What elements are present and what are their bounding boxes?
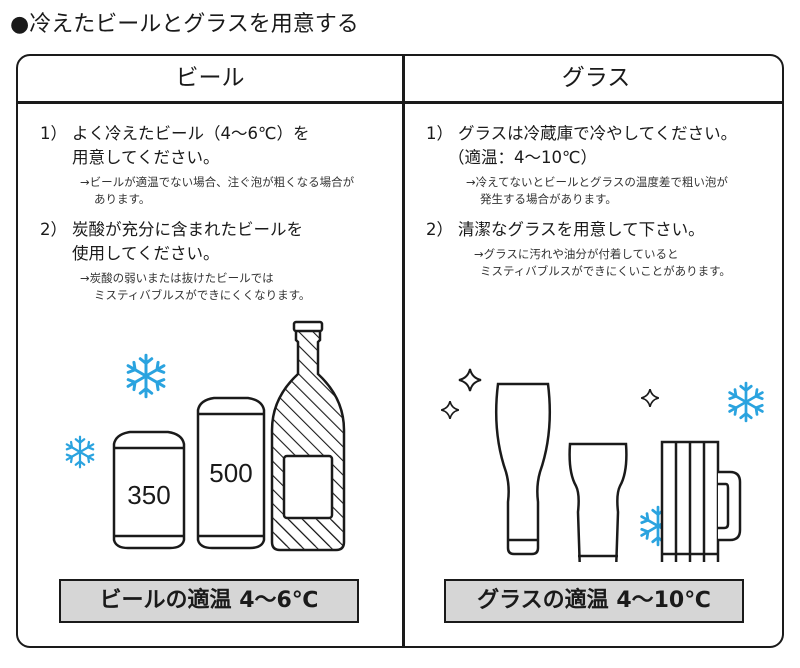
item-note: あります。 [94, 192, 151, 206]
item-text: （適温：4〜10℃） [448, 148, 598, 167]
item-text: 清潔なグラスを用意して下さい。 [458, 220, 705, 239]
item-text: グラスは冷蔵庫で冷やしてください。 [458, 124, 738, 143]
item-note: →グラスに汚れや油分が付着していると [474, 247, 679, 261]
page-title: ●冷えたビールとグラスを用意する [10, 12, 359, 37]
glass-column: 1） グラスは冷蔵庫で冷やしてください。 （適温：4〜10℃） →冷えてないとビー… [426, 122, 782, 280]
beer-mug-icon [660, 440, 742, 562]
snowflake-icon [727, 383, 765, 421]
item-note: →ビールが適温でない場合、注ぐ泡が粗くなる場合が [80, 175, 355, 189]
beer-header: ビール [175, 65, 245, 91]
item-note: →冷えてないとビールとグラスの温度差で粗い泡が [466, 175, 728, 189]
can-small-volume: 350 [127, 480, 170, 510]
item-note: 発生する場合があります。 [480, 192, 617, 206]
sparkle-icon [458, 368, 482, 392]
beer-can-icon [196, 396, 266, 550]
beer-column: 1） よく冷えたビール（4〜6℃）を 用意してください。 →ビールが適温でない場合… [40, 122, 410, 304]
beer-item-1: 1） よく冷えたビール（4〜6℃）を 用意してください。 →ビールが適温でない場合… [40, 122, 410, 208]
item-number: 2） [426, 220, 453, 239]
glass-item-2: 2） 清潔なグラスを用意して下さい。 →グラスに汚れや油分が付着していると ミステ… [426, 218, 782, 280]
item-text: 炭酸が充分に含まれたビールを [72, 220, 303, 239]
beer-item-2: 2） 炭酸が充分に含まれたビールを 使用してください。 →炭酸の弱いまたは抜けたビ… [40, 218, 410, 304]
column-divider [402, 56, 405, 646]
item-note: →炭酸の弱いまたは抜けたビールでは [80, 271, 274, 285]
item-number: 1） [40, 124, 67, 143]
item-text: 用意してください。 [72, 148, 220, 167]
glass-header: グラス [561, 65, 631, 91]
header-divider [18, 101, 782, 104]
beer-illustration: 350 500 [58, 320, 346, 552]
beer-temperature-label: ビールの適温 4〜6℃ [59, 579, 359, 623]
snowflake-icon [125, 355, 167, 396]
can-large-volume: 500 [209, 458, 252, 488]
item-number: 1） [426, 124, 453, 143]
beer-can-icon [112, 430, 186, 550]
item-text: 使用してください。 [72, 244, 220, 263]
beer-bottle-icon [270, 320, 346, 552]
glass-temperature-label: グラスの適温 4〜10℃ [444, 579, 744, 623]
glass-item-1: 1） グラスは冷蔵庫で冷やしてください。 （適温：4〜10℃） →冷えてないとビー… [426, 122, 782, 208]
info-card: ビール グラス 1） よく冷えたビール（4〜6℃）を 用意してください。 →ビール… [16, 54, 784, 648]
snowflake-icon [65, 437, 96, 468]
pilsner-glass-icon [494, 382, 552, 556]
item-note: ミスティバブルスができにくくなります。 [94, 288, 311, 302]
glass-illustration [440, 368, 770, 562]
pint-glass-icon [568, 442, 628, 562]
sparkle-icon [440, 400, 460, 420]
item-note: ミスティバブルスができにくいことがあります。 [480, 264, 731, 278]
item-number: 2） [40, 220, 67, 239]
item-text: よく冷えたビール（4〜6℃）を [72, 124, 310, 143]
sparkle-icon [640, 388, 660, 408]
